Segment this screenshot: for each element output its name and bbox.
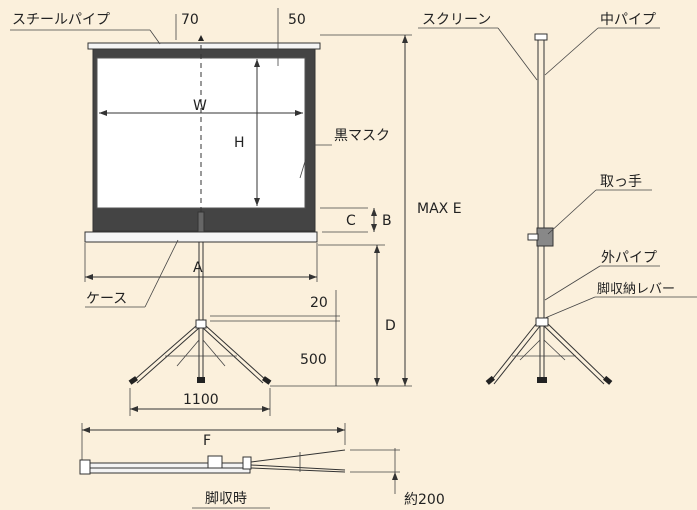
handle-body — [536, 227, 554, 247]
label-case: ケース — [86, 291, 127, 307]
label-steel-pipe: スチールパイプ — [12, 12, 110, 28]
steel-pipe-bar — [87, 42, 321, 50]
label-approx-200: 約200 — [404, 492, 445, 508]
folded-view — [79, 423, 400, 509]
label-70: 70 — [181, 12, 199, 28]
label-1100: 1100 — [183, 392, 219, 408]
label-outer-pipe: 外パイプ — [601, 250, 657, 266]
label-b: B — [382, 213, 392, 229]
label-screen: スクリーン — [422, 12, 491, 28]
front-dimensions — [10, 8, 412, 416]
top-marker — [198, 35, 204, 41]
front-view — [84, 35, 321, 385]
case-body — [84, 231, 318, 243]
label-max-e: MAX E — [417, 201, 462, 217]
label-black-mask: 黒マスク — [334, 128, 390, 144]
label-leg-lever: 脚収納レバー — [597, 281, 675, 297]
label-h: H — [234, 135, 245, 151]
label-50: 50 — [288, 12, 306, 28]
label-f: F — [203, 433, 211, 449]
label-handle: 取っ手 — [600, 174, 642, 190]
label-500: 500 — [300, 352, 327, 368]
label-20: 20 — [310, 295, 328, 311]
center-pole-top — [197, 211, 205, 233]
label-w: W — [193, 98, 207, 114]
screen-surface — [96, 57, 306, 209]
side-view — [418, 27, 697, 385]
label-legs-folded: 脚収時 — [205, 491, 247, 507]
label-middle-pipe: 中パイプ — [600, 12, 656, 28]
label-a: A — [193, 260, 203, 276]
label-c: C — [346, 213, 356, 229]
label-d: D — [385, 318, 396, 334]
